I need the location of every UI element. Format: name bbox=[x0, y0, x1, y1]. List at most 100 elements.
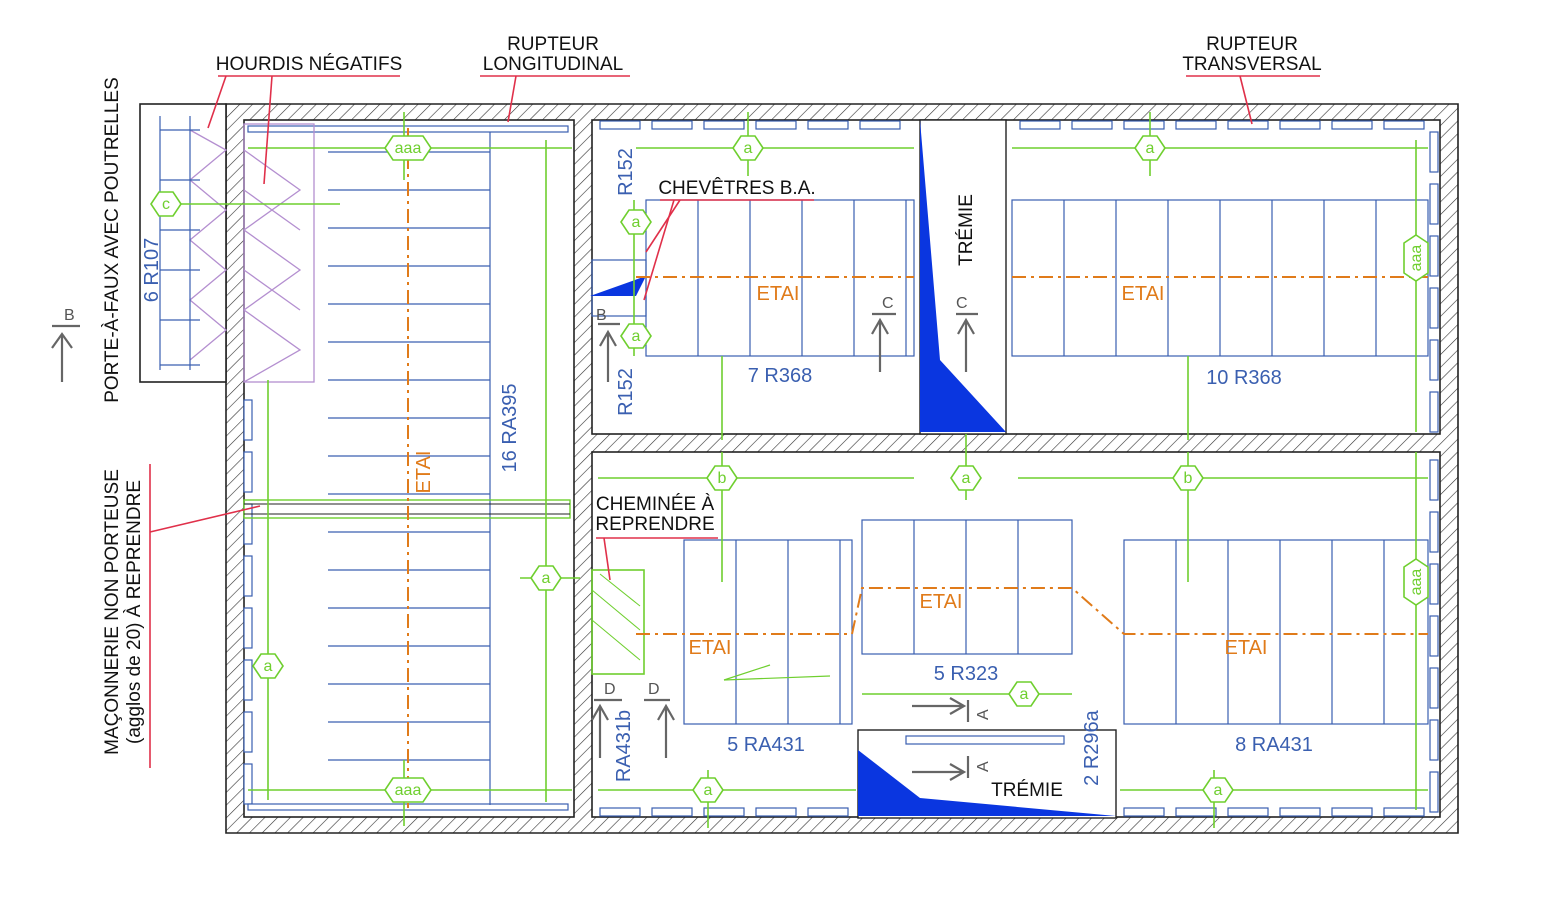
tag-label: a bbox=[542, 570, 551, 587]
tag-label: aaa bbox=[395, 782, 422, 799]
rupteur-tile bbox=[755, 120, 797, 130]
rupteur-tile bbox=[1429, 235, 1439, 277]
tag-label: a bbox=[962, 470, 971, 487]
tag-label: aaa bbox=[1408, 245, 1425, 272]
label-hourdis-negatifs: HOURDIS NÉGATIFS bbox=[216, 54, 403, 75]
rupteur-tile bbox=[243, 399, 253, 441]
etai-label-lower-left: ETAI bbox=[689, 637, 732, 659]
rupteur-tile bbox=[651, 807, 693, 817]
tag-hexagon bbox=[620, 209, 652, 235]
beam-ra431-left: 5 RA431 bbox=[727, 734, 805, 756]
beam-ra431b: RA431b bbox=[613, 710, 635, 782]
section-marks: B B C C D D A A bbox=[51, 295, 992, 781]
rupteur-tile bbox=[1175, 807, 1217, 817]
tag-hexagon bbox=[530, 565, 562, 591]
beam-r368-right: 10 R368 bbox=[1206, 367, 1282, 389]
beam-r152-top: R152 bbox=[615, 148, 637, 196]
label-maconnerie-1: MAÇONNERIE NON PORTEUSE bbox=[102, 469, 123, 755]
rupteur-tile bbox=[1429, 615, 1439, 657]
label-rupteur-trans-2: TRANSVERSAL bbox=[1182, 54, 1321, 75]
rupteur-tile bbox=[1227, 807, 1269, 817]
callout-texts: HOURDIS NÉGATIFS RUPTEUR LONGITUDINAL RU… bbox=[102, 34, 1322, 801]
rupteur-tile bbox=[1429, 563, 1439, 605]
rupteur-tile bbox=[599, 807, 641, 817]
rupteur-tile bbox=[243, 451, 253, 493]
rupteur-tile bbox=[1383, 807, 1425, 817]
beam-r152-bottom: R152 bbox=[615, 368, 637, 416]
cheminee bbox=[591, 569, 645, 675]
section-b-left: B bbox=[64, 307, 75, 324]
label-rupteur-trans-1: RUPTEUR bbox=[1206, 34, 1298, 55]
beam-r323: 5 R323 bbox=[934, 663, 999, 685]
rupteur-tile bbox=[1429, 287, 1439, 329]
tag-label: a bbox=[632, 328, 641, 345]
tag-label: a bbox=[1214, 782, 1223, 799]
rupteur-tile bbox=[243, 659, 253, 701]
label-maconnerie-2: (agglos de 20) À REPRENDRE bbox=[124, 480, 145, 744]
callout-lines bbox=[149, 75, 1320, 768]
rupteur-tile bbox=[1429, 719, 1439, 761]
rupteur-tile bbox=[1331, 120, 1373, 130]
rupteur-tile bbox=[1071, 120, 1113, 130]
etai-lines bbox=[407, 128, 1428, 808]
section-a-top: A bbox=[975, 709, 992, 720]
tag-hexagon bbox=[732, 135, 764, 161]
beam-ra431-right: 8 RA431 bbox=[1235, 734, 1313, 756]
tag-hexagon bbox=[1202, 777, 1234, 803]
label-tremie-bottom: TRÉMIE bbox=[991, 780, 1063, 801]
rupteur-tiles bbox=[243, 120, 1439, 817]
section-b: B bbox=[596, 307, 607, 324]
tag-label: c bbox=[162, 196, 170, 213]
rupteur-tile bbox=[859, 120, 901, 130]
tag-hexagon bbox=[1403, 234, 1429, 282]
tag-label: a bbox=[744, 140, 753, 157]
rupteur-tile bbox=[1279, 120, 1321, 130]
tag-label: a bbox=[1020, 686, 1029, 703]
rupteur-tile bbox=[1279, 807, 1321, 817]
etai-label-lower-right: ETAI bbox=[1225, 637, 1268, 659]
hourdis-negatifs bbox=[188, 123, 315, 383]
label-porte-a-faux: PORTE-À-FAUX AVEC POUTRELLES bbox=[102, 77, 123, 403]
label-rupteur-long-2: LONGITUDINAL bbox=[483, 54, 623, 75]
rupteur-tile bbox=[599, 120, 641, 130]
rupteur-tile bbox=[1123, 807, 1165, 817]
cantilever-joists bbox=[159, 116, 200, 370]
rupteur-tile bbox=[807, 120, 849, 130]
tag-label: a bbox=[704, 782, 713, 799]
rupteur-tile bbox=[1429, 511, 1439, 553]
label-chevetres: CHEVÊTRES B.A. bbox=[658, 177, 815, 199]
rupteur-tile bbox=[1227, 120, 1269, 130]
tag-hexagon bbox=[252, 653, 284, 679]
rupteur-tile bbox=[1429, 131, 1439, 173]
tag-hexagon bbox=[706, 465, 738, 491]
section-d-left: D bbox=[604, 681, 616, 698]
rupteur-tile bbox=[755, 807, 797, 817]
etai-label-left: ETAI bbox=[413, 451, 435, 494]
tag-label: a bbox=[264, 658, 273, 675]
etai-label-upper-left: ETAI bbox=[757, 283, 800, 305]
rupteur-tile bbox=[1429, 183, 1439, 225]
rupteur-tile bbox=[651, 120, 693, 130]
rupteur-tile bbox=[703, 807, 745, 817]
section-c-left: C bbox=[882, 295, 894, 312]
walls bbox=[139, 103, 1459, 834]
tag-label: aaa bbox=[1408, 569, 1425, 596]
tag-hexagon bbox=[384, 777, 432, 803]
label-cheminee-1: CHEMINÉE À bbox=[596, 494, 715, 515]
beam-labels: 6 R107 R152 R152 16 RA395 7 R368 10 R368… bbox=[141, 148, 1313, 786]
label-cheminee-2: REPRENDRE bbox=[595, 514, 714, 535]
rupteur-tile bbox=[1019, 120, 1061, 130]
beam-r107: 6 R107 bbox=[141, 238, 163, 303]
rupteur-tile bbox=[1429, 771, 1439, 813]
rupteur-tile bbox=[243, 555, 253, 597]
rupteur-tile bbox=[807, 807, 849, 817]
beam-r296a: 2 R296a bbox=[1081, 709, 1103, 785]
beam-r368-left: 7 R368 bbox=[748, 365, 813, 387]
tag-hexagon bbox=[1403, 558, 1429, 606]
section-d-right: D bbox=[648, 681, 660, 698]
section-c-right: C bbox=[956, 295, 968, 312]
rupteur-tile bbox=[243, 763, 253, 805]
rupteur-tile bbox=[1123, 120, 1165, 130]
beam-ra395: 16 RA395 bbox=[499, 384, 521, 473]
